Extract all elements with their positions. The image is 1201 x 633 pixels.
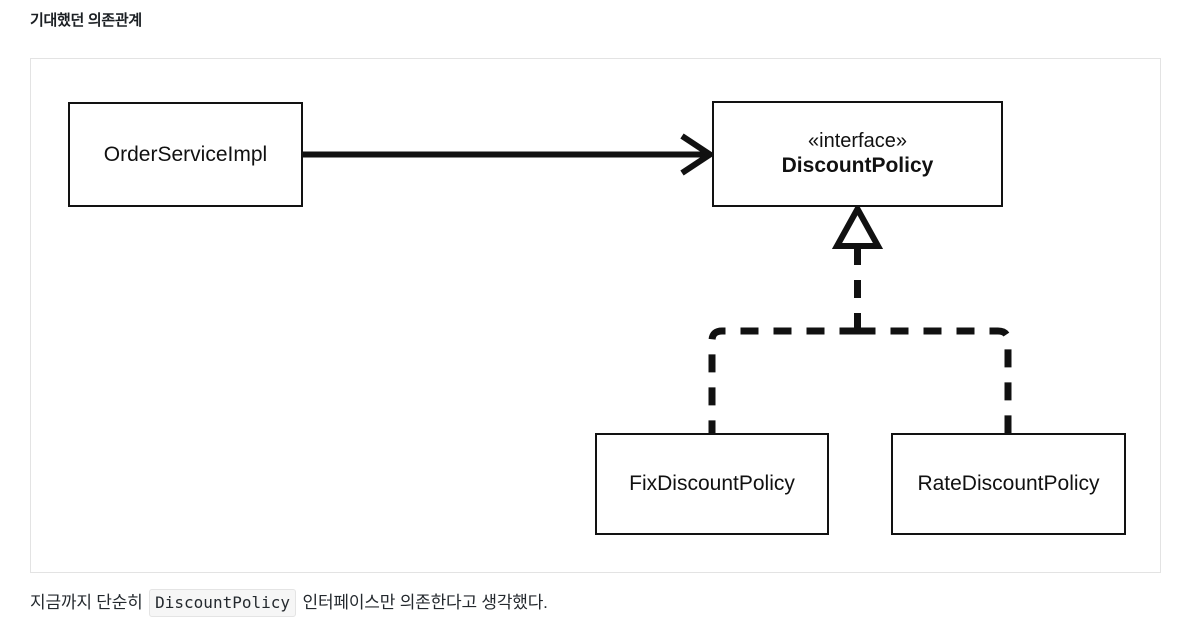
diagram-frame: OrderServiceImpl «interface» DiscountPol… — [30, 58, 1161, 573]
dependency-arrow-order-to-discount — [303, 133, 716, 176]
uml-class-order-service-impl: OrderServiceImpl — [68, 102, 303, 207]
inline-code-discount-policy: DiscountPolicy — [149, 589, 296, 617]
class-name-label: OrderServiceImpl — [103, 142, 268, 166]
caption-text-after: 인터페이스만 의존한다고 생각했다. — [302, 593, 548, 612]
realization-dashed-tree — [708, 247, 1012, 433]
caption-text-before: 지금까지 단순히 — [30, 593, 143, 612]
uml-class-fix-discount-policy: FixDiscountPolicy — [595, 433, 829, 535]
caption-paragraph: 지금까지 단순히 DiscountPolicy 인터페이스만 의존한다고 생각했… — [30, 589, 548, 617]
uml-interface-discount-policy: «interface» DiscountPolicy — [712, 101, 1003, 207]
uml-class-rate-discount-policy: RateDiscountPolicy — [891, 433, 1126, 535]
realization-triangle-icon — [831, 202, 884, 249]
uml-connector-layer — [303, 133, 1012, 433]
class-name-label: DiscountPolicy — [781, 154, 934, 178]
stereotype-label: «interface» — [808, 130, 907, 153]
page-title: 기대했던 의존관계 — [30, 12, 142, 29]
class-name-label: FixDiscountPolicy — [629, 472, 795, 496]
class-name-label: RateDiscountPolicy — [917, 472, 1100, 496]
